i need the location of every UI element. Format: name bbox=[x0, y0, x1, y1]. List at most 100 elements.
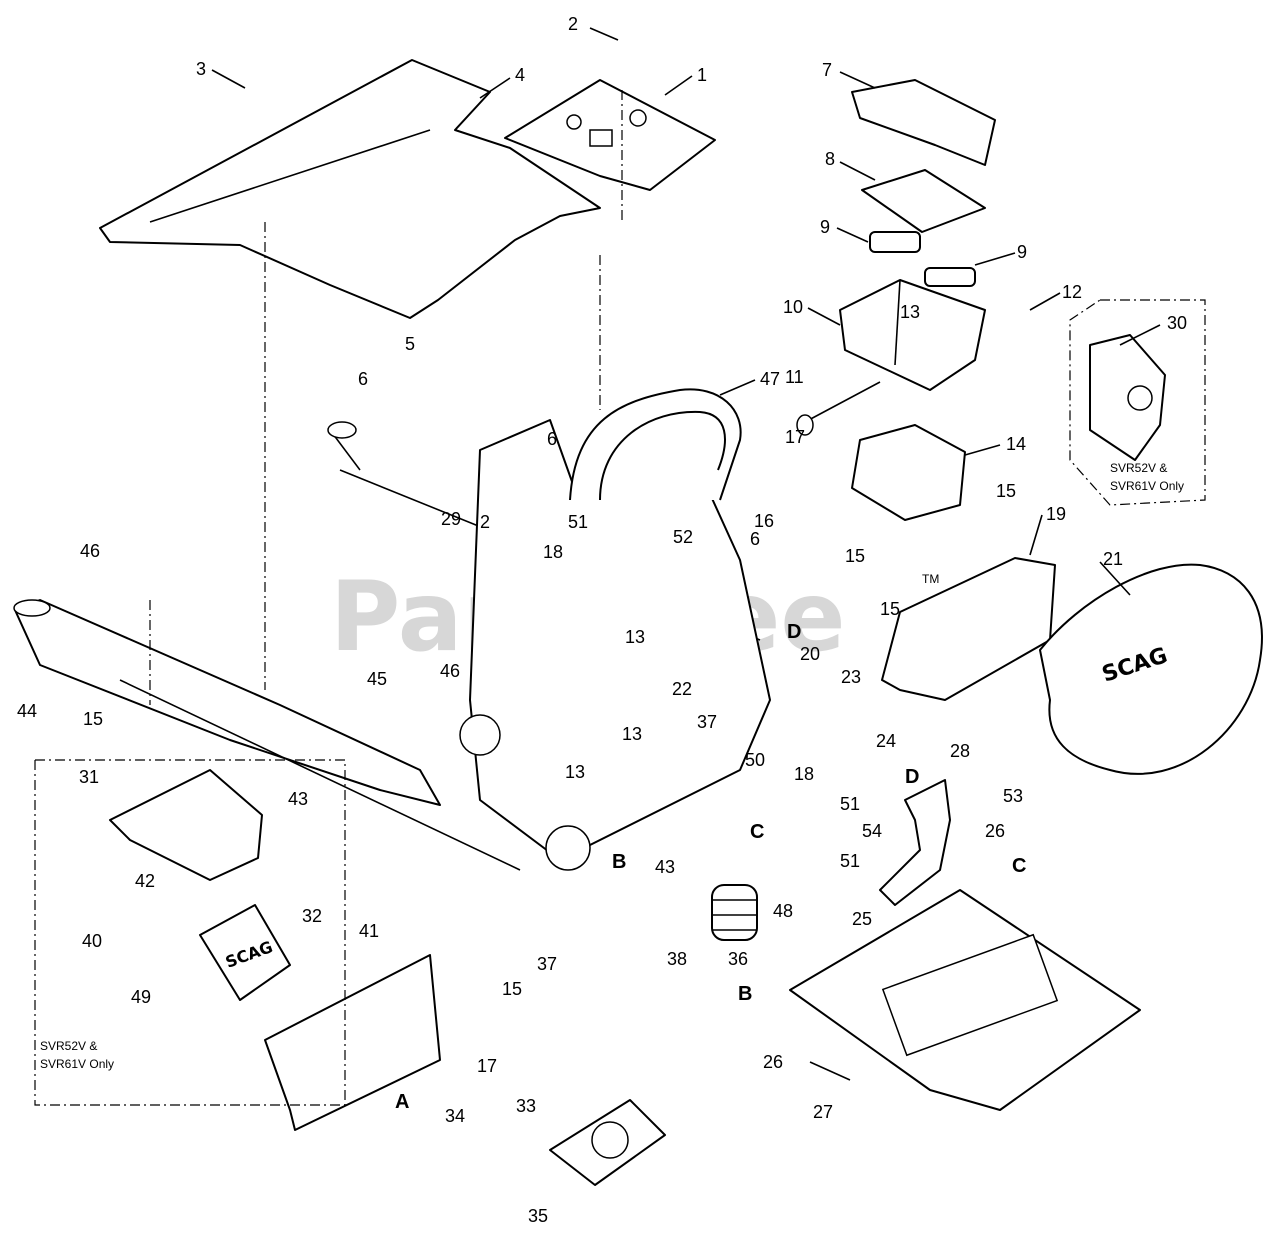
callout-label: 26 bbox=[763, 1052, 783, 1072]
leader-arrows bbox=[211, 27, 1161, 1081]
callout-label: 33 bbox=[516, 1096, 536, 1116]
callout-label: 27 bbox=[813, 1102, 833, 1122]
ref-letter-d: D bbox=[787, 621, 801, 643]
callout-label: 51 bbox=[840, 851, 860, 871]
ref-letter-c: C bbox=[750, 821, 764, 843]
svg-text:SVR61V Only: SVR61V Only bbox=[1110, 479, 1184, 493]
callout-label: 2 bbox=[568, 14, 578, 34]
callout-label: 15 bbox=[502, 979, 522, 999]
callout-label: 54 bbox=[862, 821, 882, 841]
callout-label: 21 bbox=[1103, 549, 1123, 569]
callout-label: 51 bbox=[840, 794, 860, 814]
callout-label: 35 bbox=[528, 1206, 548, 1226]
callout-label: 32 bbox=[302, 906, 322, 926]
bracket-14 bbox=[851, 424, 966, 521]
callout-label: 47 bbox=[760, 369, 780, 389]
callout-label: 26 bbox=[985, 821, 1005, 841]
callout-label: 9 bbox=[820, 217, 830, 237]
svg-text:SVR52V &: SVR52V & bbox=[1110, 461, 1167, 475]
callout-label: 8 bbox=[825, 149, 835, 169]
callout-label: 15 bbox=[880, 599, 900, 619]
callout-label: 17 bbox=[477, 1056, 497, 1076]
callout-label: 13 bbox=[622, 724, 642, 744]
callout-label: 1 bbox=[697, 65, 707, 85]
callout-label: 46 bbox=[440, 661, 460, 681]
floor-pan-4 bbox=[99, 59, 601, 319]
callout-label: 43 bbox=[288, 789, 308, 809]
plate-33 bbox=[549, 1099, 666, 1186]
callout-label: 41 bbox=[359, 921, 379, 941]
callout-label: 30 bbox=[1167, 313, 1187, 333]
callout-label: 22 bbox=[672, 679, 692, 699]
roll-bar-47 bbox=[569, 388, 742, 501]
console-19 bbox=[881, 557, 1056, 701]
callout-label: 15 bbox=[83, 709, 103, 729]
callout-label: 2 bbox=[480, 512, 490, 532]
callout-label: 13 bbox=[625, 627, 645, 647]
callout-label: 25 bbox=[852, 909, 872, 929]
callout-label: 6 bbox=[547, 429, 557, 449]
pedal-54 bbox=[879, 779, 951, 906]
guard-41 bbox=[264, 954, 441, 1131]
box-10 bbox=[839, 279, 986, 391]
callout-label: 14 bbox=[1006, 434, 1026, 454]
cover-7 bbox=[851, 79, 996, 166]
floor-plate-27 bbox=[789, 889, 1141, 1111]
ref-letter-b: B bbox=[738, 983, 752, 1005]
bolt-11 bbox=[796, 381, 881, 436]
decal-32: SCAG bbox=[199, 904, 291, 1001]
ref-letter-b: B bbox=[612, 851, 626, 873]
callout-label: 15 bbox=[845, 546, 865, 566]
callout-label: 49 bbox=[131, 987, 151, 1007]
callout-label: 38 bbox=[667, 949, 687, 969]
callout-label: 6 bbox=[358, 369, 368, 389]
callout-label: 44 bbox=[17, 701, 37, 721]
callout-label: 16 bbox=[754, 511, 774, 531]
callout-label: 37 bbox=[537, 954, 557, 974]
callout-label: 40 bbox=[82, 931, 102, 951]
callout-label: 28 bbox=[950, 741, 970, 761]
callout-label: 13 bbox=[900, 302, 920, 322]
pad-8 bbox=[861, 169, 986, 233]
callout-label: 46 bbox=[80, 541, 100, 561]
callout-label: 15 bbox=[996, 481, 1016, 501]
callout-label: 18 bbox=[543, 542, 563, 562]
spring-38 bbox=[711, 884, 758, 941]
callout-label: 36 bbox=[728, 949, 748, 969]
callout-label: 12 bbox=[1062, 282, 1082, 302]
callout-label: 7 bbox=[822, 60, 832, 80]
option-box-left bbox=[34, 759, 346, 1106]
strip-9b bbox=[924, 267, 976, 287]
callout-label: 52 bbox=[673, 527, 693, 547]
svg-text:SVR52V &: SVR52V & bbox=[40, 1039, 97, 1053]
ref-letter-d: D bbox=[905, 766, 919, 788]
callout-label: 3 bbox=[196, 59, 206, 79]
callout-label: 20 bbox=[800, 644, 820, 664]
svg-text:SVR61V Only: SVR61V Only bbox=[40, 1057, 114, 1071]
callout-label: 10 bbox=[783, 297, 803, 317]
strip-9a bbox=[869, 231, 921, 253]
callout-label: 51 bbox=[568, 512, 588, 532]
callout-label: 43 bbox=[655, 857, 675, 877]
callout-label: 53 bbox=[1003, 786, 1023, 806]
callout-label: 17 bbox=[785, 427, 805, 447]
model-note-left: SVR52V & SVR61V Only bbox=[40, 1039, 114, 1071]
callout-label: 5 bbox=[405, 334, 415, 354]
ref-letter-a: A bbox=[395, 1091, 409, 1113]
callout-label: 23 bbox=[841, 667, 861, 687]
callout-label: 9 bbox=[1017, 242, 1027, 262]
callout-label: 11 bbox=[785, 367, 804, 387]
callout-label: 13 bbox=[565, 762, 585, 782]
seat-21: SCAG bbox=[1039, 563, 1263, 775]
option-box-right bbox=[1069, 299, 1206, 506]
callout-label: 18 bbox=[794, 764, 814, 784]
callout-label: 29 bbox=[441, 509, 461, 529]
callout-label: 42 bbox=[135, 871, 155, 891]
ref-letter-c: C bbox=[1012, 855, 1026, 877]
cover-30 bbox=[1089, 334, 1166, 461]
callout-label: 37 bbox=[697, 712, 717, 732]
callout-label: 48 bbox=[773, 901, 793, 921]
cover-31 bbox=[109, 769, 263, 881]
callout-label: 50 bbox=[745, 750, 765, 770]
